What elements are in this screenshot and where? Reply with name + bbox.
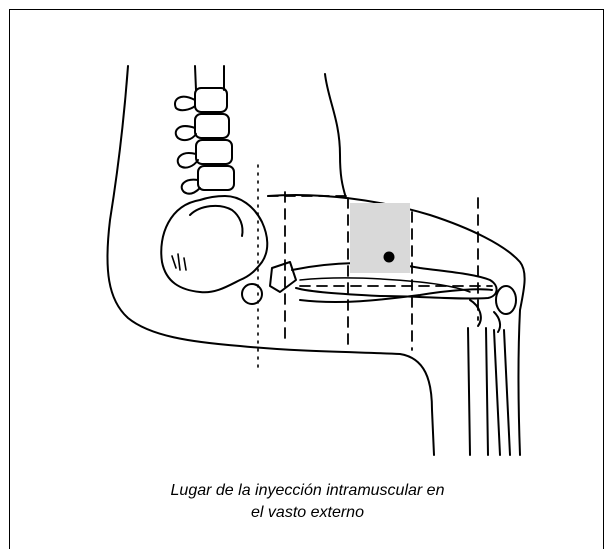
figure-caption: Lugar de la inyección intramuscular en e… (0, 480, 615, 524)
tibia (468, 328, 488, 455)
injection-zone (350, 203, 410, 273)
spine (175, 66, 234, 194)
femur-inner (300, 278, 470, 292)
hip-joint (270, 262, 296, 292)
injection-site-marker (384, 252, 395, 263)
patella (496, 286, 516, 314)
pelvis-inner (190, 206, 243, 236)
caption-line-2: el vasto externo (0, 502, 615, 524)
sacrum-detail (172, 254, 186, 270)
ischium (242, 284, 262, 304)
caption-line-1: Lugar de la inyección intramuscular en (0, 480, 615, 502)
front-torso-outline (325, 74, 346, 198)
pelvis (161, 196, 267, 292)
fibula (494, 330, 510, 455)
